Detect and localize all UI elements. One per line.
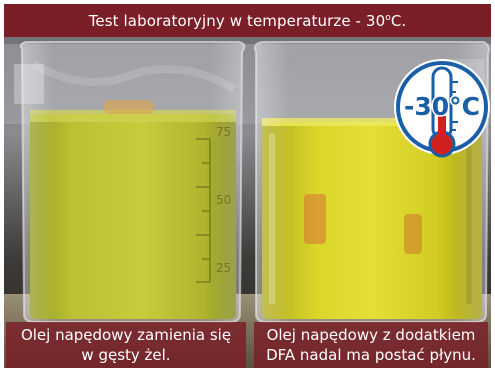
title-unit: C. <box>390 11 407 30</box>
left-caption: Olej napędowy zamienia się w gęsty żel. <box>6 322 246 368</box>
scale-mark-75: 75 <box>216 125 231 139</box>
title-degree-mark: o <box>385 12 391 23</box>
thermometer-icon <box>394 59 490 158</box>
left-caption-line2: w gęsty żel. <box>81 346 171 364</box>
title-text-main: Test laboratoryjny w temperaturze - 30 <box>88 11 386 30</box>
scale-mark-25: 25 <box>216 261 231 275</box>
beakers-photo: 75 50 25 <box>4 4 491 368</box>
left-caption-line1: Olej napędowy zamienia się <box>20 326 232 344</box>
right-caption-line2: DFA nadal ma postać płynu. <box>266 346 476 364</box>
scale-mark-50: 50 <box>216 193 231 207</box>
right-caption-line1: Olej napędowy z dodatkiem <box>266 326 476 344</box>
title-banner: Test laboratoryjny w temperaturze - 30oC… <box>4 4 491 37</box>
temperature-badge-label: -30°C <box>404 92 480 121</box>
right-caption: Olej napędowy z dodatkiem DFA nadal ma p… <box>254 322 488 368</box>
photo-frame: 75 50 25 <box>4 4 491 368</box>
page-title: Test laboratoryjny w temperaturze - 30oC… <box>89 12 407 30</box>
left-beaker: 75 50 25 <box>19 41 246 323</box>
